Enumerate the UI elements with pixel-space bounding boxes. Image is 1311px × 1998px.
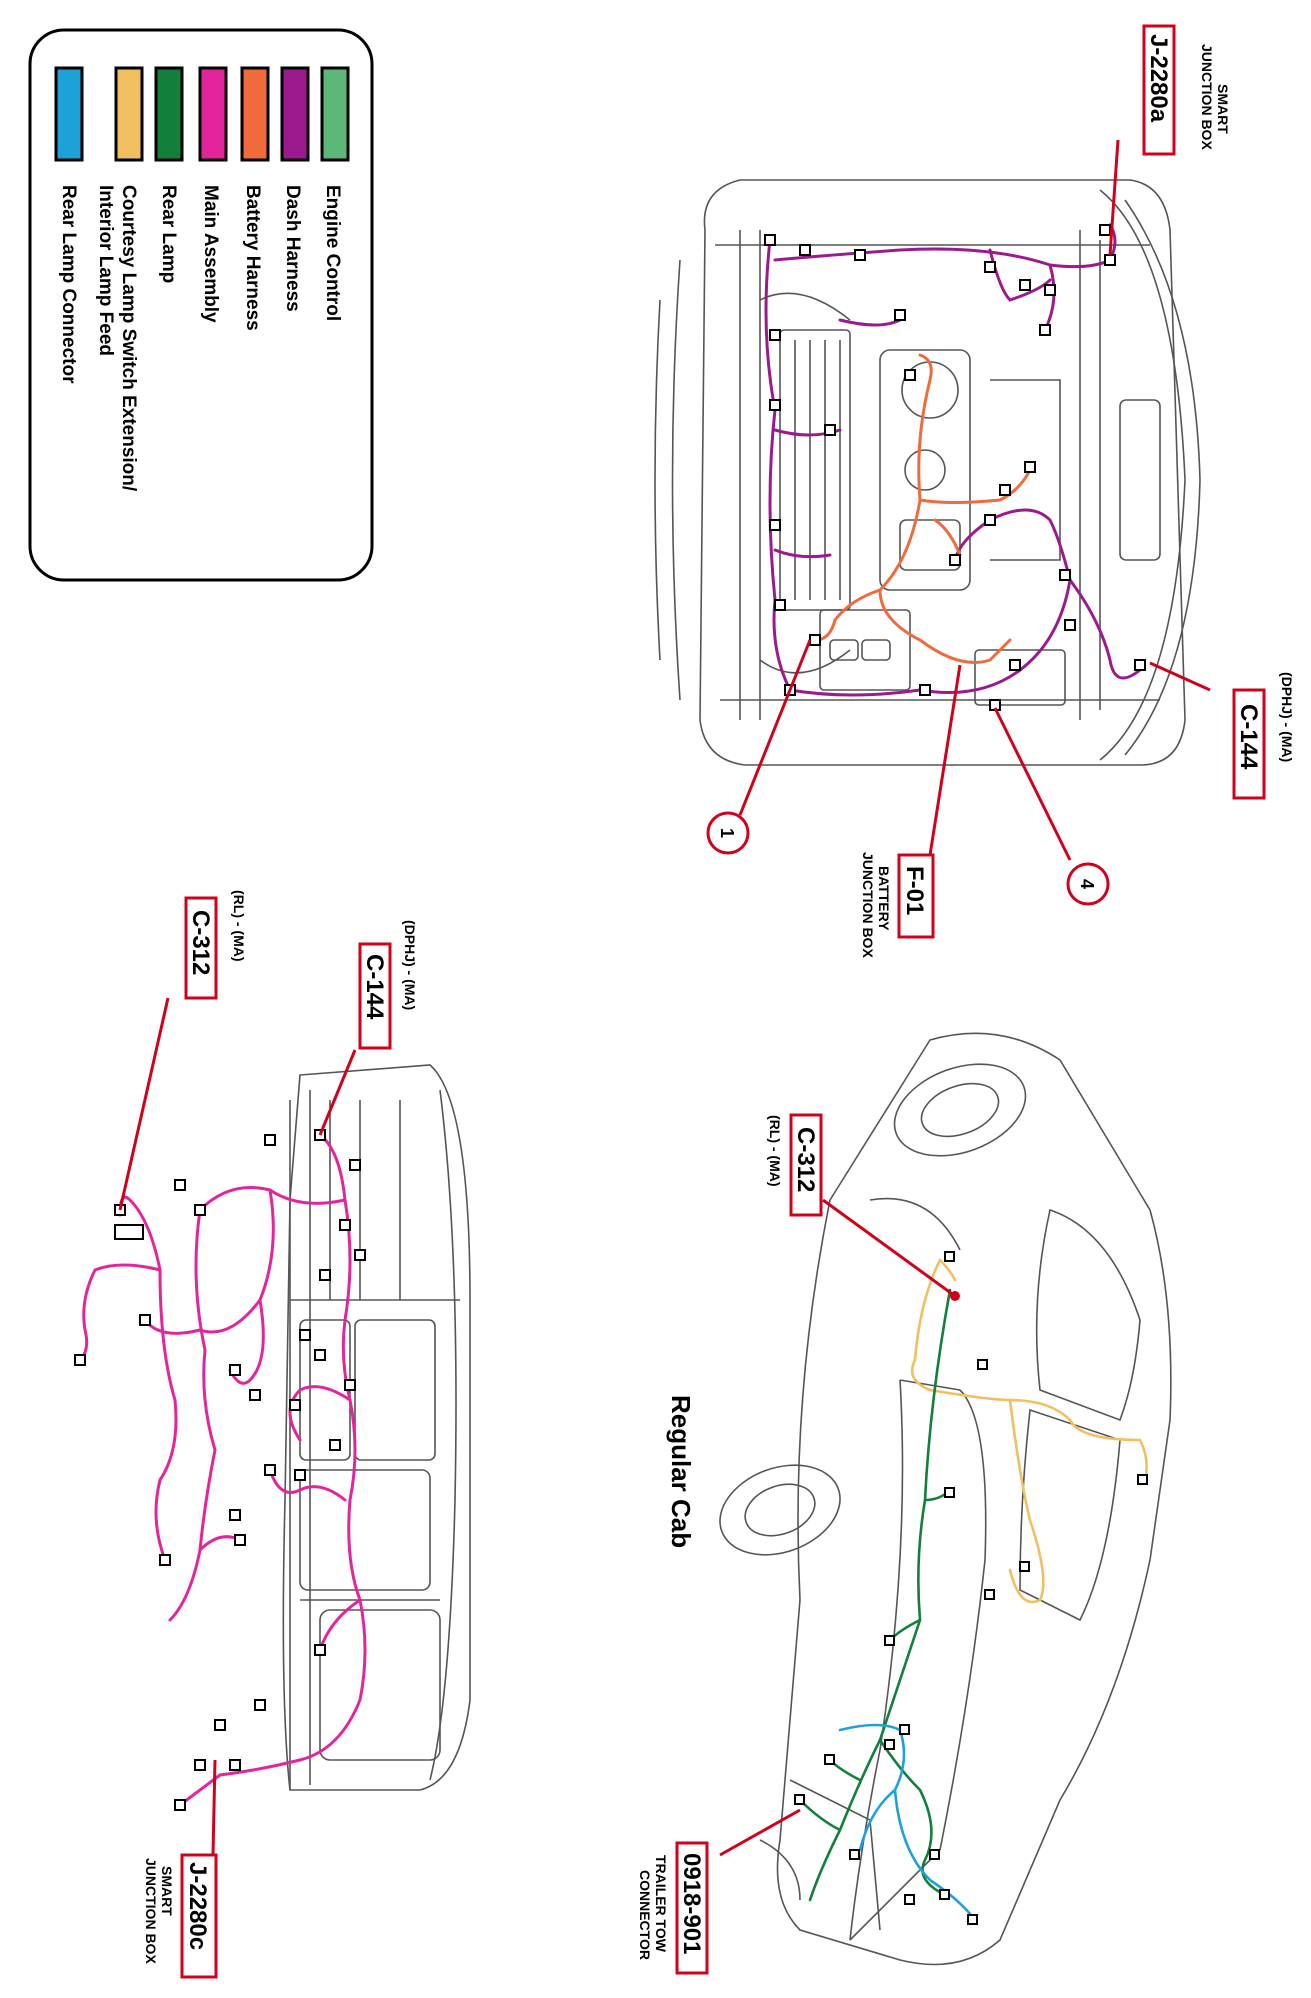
legend-label-courtesy-lamp: Courtesy Lamp Switch Extension/ [118, 185, 139, 492]
legend-label-dash-harness: Dash Harness [282, 185, 303, 312]
interior-illustration [282, 1064, 471, 1791]
callout-j2280c-line1: SMART [159, 1866, 175, 1916]
truck-connectors [794, 1251, 1148, 1925]
callout-j2280a-line1: SMART [1215, 84, 1231, 134]
legend-swatch-engine-control [320, 66, 350, 162]
callout-c312-interior-sub: (RL) - (MA) [231, 890, 247, 962]
legend-label-interior-lamp-feed: Interior Lamp Feed [95, 185, 116, 356]
callout-c144-engine-code: C-144 [1235, 704, 1262, 770]
legend-label-battery-harness: Battery Harness [242, 185, 263, 331]
callout-j2280c-code: J-2280c [184, 1862, 211, 1950]
callout-1-code: 1 [717, 828, 737, 838]
legend-swatch-battery-harness [240, 66, 270, 162]
callout-j2280a: J-2280a SMART JUNCTION BOX [1108, 24, 1231, 256]
legend-label-rear-lamp-connector: Rear Lamp Connector [58, 185, 79, 384]
interior-connectors [74, 1129, 366, 1811]
callout-trailer-code: 0918-901 [678, 1853, 705, 1954]
engine-bay-harness [764, 223, 1142, 697]
callout-c144-interior-code: C-144 [361, 954, 388, 1020]
legend-swatch-rear-lamp-connector [54, 66, 84, 162]
callout-f01-code: F-01 [901, 866, 928, 915]
callout-j2280c-line2: JUNCTION BOX [143, 1858, 159, 1964]
callout-j2280c: J-2280c SMART JUNCTION BOX [143, 1759, 218, 1979]
truck-illustration [719, 1032, 1172, 1966]
callout-c312-truck-code: C-312 [792, 1127, 819, 1192]
callout-trailer-line2: CONNECTOR [637, 1870, 653, 1960]
callout-trailer-line1: TRAILER TOW [653, 1855, 669, 1953]
callout-c312-truck-sub: (RL) - (MA) [767, 1115, 783, 1187]
callout-c312-interior: C-312 (RL) - (MA) [118, 890, 247, 1211]
callout-c312-truck: C-312 (RL) - (MA) [767, 1113, 956, 1298]
callout-f01-line2: JUNCTION BOX [860, 852, 876, 958]
callout-c144-engine-sub: (DPHJ) - (MA) [1279, 672, 1295, 762]
legend-label-main-assembly: Main Assembly [200, 185, 221, 323]
callout-f01: F-01 BATTERY JUNCTION BOX [860, 664, 962, 958]
callout-c144-engine: C-144 (DPHJ) - (MA) [1149, 661, 1295, 800]
legend-swatch-rear-lamp [154, 66, 184, 162]
legend: Engine Control Dash Harness Battery Harn… [28, 28, 374, 582]
callout-j2280a-line2: JUNCTION BOX [1199, 44, 1215, 150]
interior-splice [114, 1224, 144, 1240]
engine-bay-illustration [654, 179, 1201, 766]
callout-j2280a-code: J-2280a [1145, 34, 1172, 123]
callout-c144-interior-sub: (DPHJ) - (MA) [402, 920, 418, 1010]
callout-c312-interior-code: C-312 [187, 910, 214, 975]
callout-1: 1 [706, 639, 812, 855]
legend-swatch-dash-harness [280, 66, 310, 162]
legend-label-engine-control: Engine Control [322, 185, 343, 321]
callout-4-code: 4 [1077, 879, 1097, 889]
legend-swatch-main-assembly [198, 66, 228, 162]
legend-swatch-courtesy-lamp [114, 66, 144, 162]
truck-harness [798, 1258, 1148, 1922]
callout-4: 4 [993, 707, 1110, 906]
legend-label-rear-lamp: Rear Lamp [158, 185, 179, 283]
engine-bay-connectors [764, 224, 1146, 711]
callout-c144-interior: C-144 (DPHJ) - (MA) [318, 920, 418, 1136]
callout-f01-line1: BATTERY [876, 866, 892, 931]
truck-title: Regular Cab [666, 1395, 696, 1548]
callout-trailer: 0918-901 TRAILER TOW CONNECTOR [637, 1808, 801, 1975]
